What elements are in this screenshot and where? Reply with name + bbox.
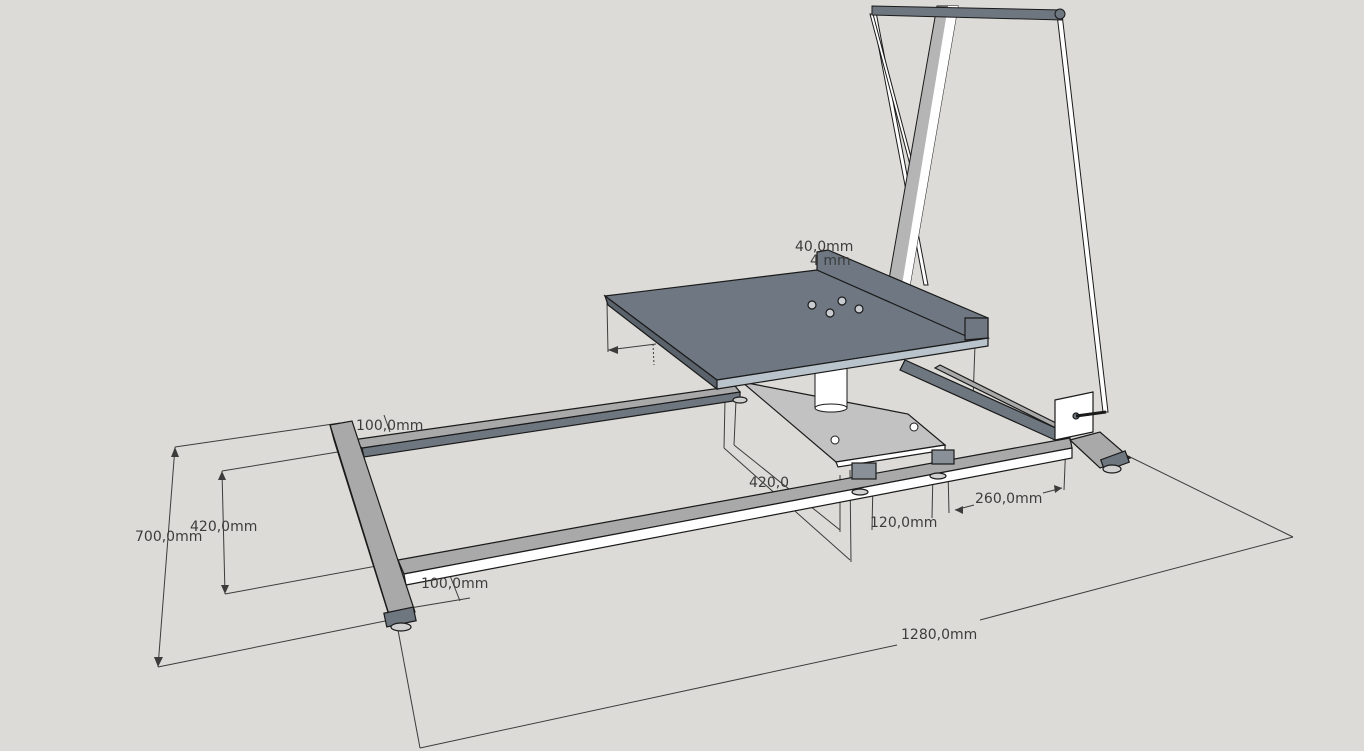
dimension-700: 700,0mm (135, 529, 203, 545)
dimension-260: 260,0mm (975, 491, 1043, 507)
dimension-120: 120,0mm (870, 515, 938, 531)
seat-plate (603, 249, 991, 391)
upright-frame (869, 5, 1109, 413)
dimension-420-left: 420,0mm (190, 519, 258, 535)
dimension-arrows (154, 346, 1062, 667)
dimension-40-b: 4 mm (810, 253, 851, 269)
seat-post (814, 367, 919, 445)
dimension-100-bottom: 100,0mm (421, 576, 489, 592)
dimension-1280: 1280,0mm (901, 627, 978, 643)
dimension-420-center: 420,0 (749, 475, 790, 491)
base-frame (329, 359, 1132, 632)
dimension-40-a: 40,0mm (795, 239, 854, 255)
dimension-100-top: 100,0mm (356, 418, 424, 434)
dimension-lines (157, 302, 1294, 749)
